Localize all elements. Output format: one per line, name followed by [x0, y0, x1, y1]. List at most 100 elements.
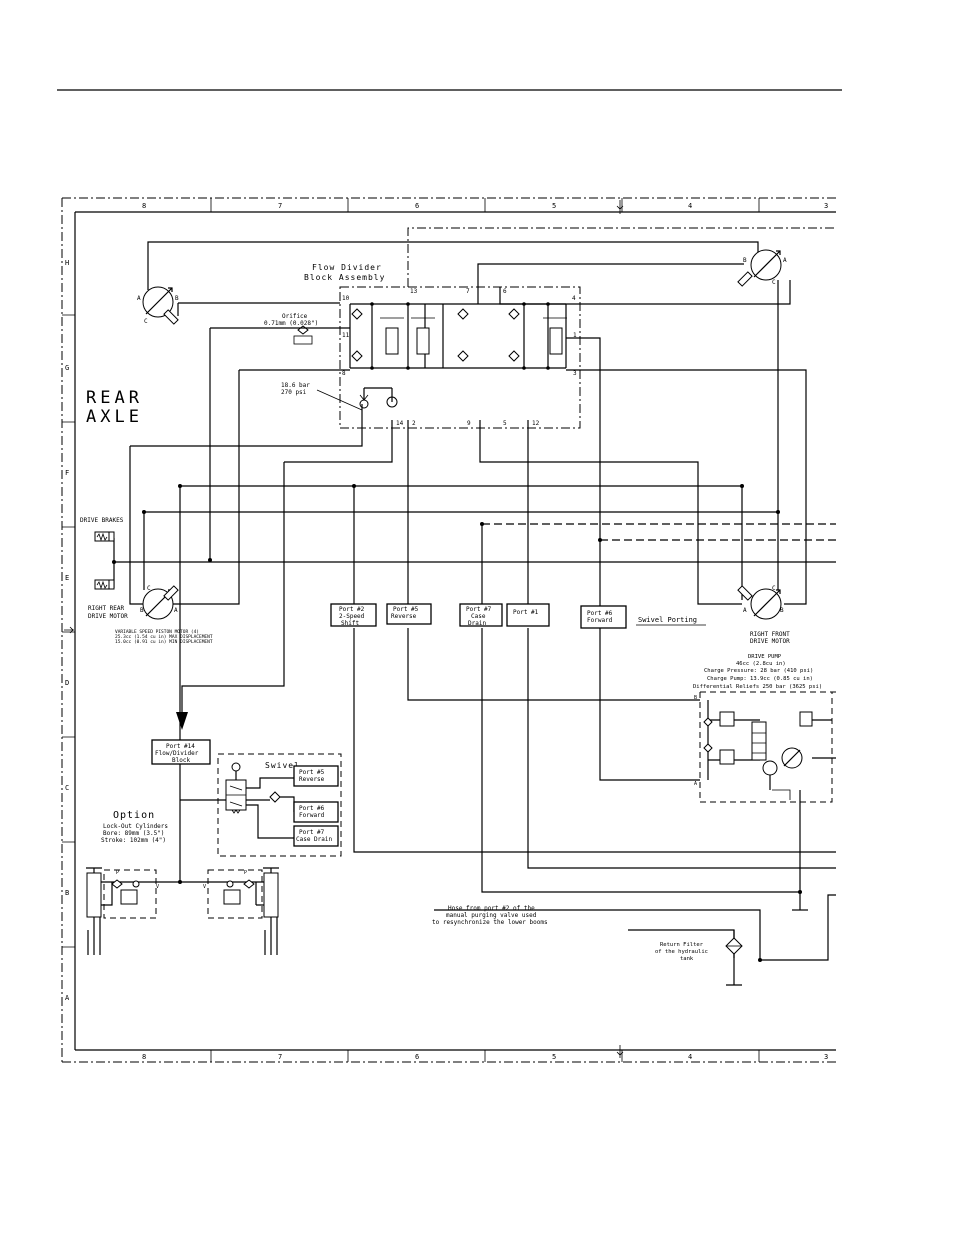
- row-label: B: [65, 889, 69, 897]
- drive-brakes-label: DRIVE BRAKES: [80, 517, 124, 524]
- rear-left-drive-motor: [142, 286, 179, 325]
- flow-divider-block: [339, 286, 581, 429]
- motor-port-label: C: [147, 585, 151, 592]
- port-box-text: Forward: [587, 617, 613, 624]
- port-number: 8: [342, 370, 346, 377]
- port-box-text: Port #7: [466, 606, 492, 613]
- option-text: Bore: 89mm (3.5"): [103, 830, 164, 837]
- right-rear-motor-label: RIGHT REAR: [88, 605, 125, 612]
- lockout-cylinder-right: [156, 867, 279, 955]
- port-number: 9: [467, 420, 471, 427]
- orifice-label: 0.71mm (0.028"): [264, 320, 318, 327]
- col-label: 4: [688, 1053, 692, 1061]
- motor-port-label: B: [140, 607, 144, 614]
- flow-arrow: [176, 712, 188, 730]
- col-label: 5: [552, 202, 556, 210]
- swivel-port-case-drain: Port #7 Case Drain: [293, 825, 339, 847]
- port-box-text: 2-Speed: [339, 613, 365, 620]
- port-number: 10: [342, 295, 350, 302]
- drive-pump-spec: DRIVE PUMP 46cc (2.8cu in) Charge Pressu…: [693, 654, 822, 690]
- cylinder-port-label: V: [156, 884, 159, 890]
- cylinder-port-label: P: [244, 870, 247, 876]
- motor-port-label: B: [780, 607, 784, 614]
- motor-port-label: C: [772, 585, 776, 592]
- motor-port-label: C: [144, 318, 148, 325]
- motor-spec-note: 25.3cc (1.54 cu in) MAX DISPLACEMENT: [115, 634, 213, 640]
- port14-text: Block: [172, 757, 190, 764]
- port-box-reverse: Port #5 Reverse: [386, 603, 432, 625]
- port-number: 6: [503, 288, 507, 295]
- right-front-top-motor: [737, 249, 782, 287]
- swivel-port-text: Reverse: [299, 776, 325, 783]
- port-number: 12: [532, 420, 540, 427]
- swivel-title: Swivel: [265, 761, 300, 770]
- swivel-port-text: Forward: [299, 812, 325, 819]
- hose-note: to resynchronize the lower booms: [432, 919, 548, 926]
- right-rear-drive-motor: [142, 585, 179, 620]
- motor-spec-note: VARIABLE SPEED PISTON MOTOR (4): [115, 629, 199, 635]
- port14-text: Port #14: [166, 743, 195, 750]
- return-filter-symbol: [725, 930, 743, 970]
- flow-divider-title: Flow Divider: [312, 263, 382, 272]
- port-number: 4: [572, 295, 576, 302]
- port-number: 14: [396, 420, 404, 427]
- right-front-motor-label: RIGHT FRONT: [750, 631, 790, 638]
- drive-pump-spec-line: Charge Pressure: 28 bar (410 psi): [704, 668, 813, 674]
- col-label: 5: [552, 1053, 556, 1061]
- swivel-valve: [180, 762, 295, 839]
- column-labels-top: 8 7 6 5 4 3: [142, 202, 828, 210]
- cylinder-port-label: V: [203, 884, 206, 890]
- relief-label: 270 psi: [281, 389, 307, 396]
- drive-pump-spec-line: 46cc (2.8cu in): [736, 661, 786, 667]
- port-box-text: Port #2: [339, 606, 365, 613]
- rear-axle-label: AXLE: [86, 407, 143, 427]
- col-label: 3: [824, 1053, 828, 1061]
- drive-pump-spec-line: Charge Pump: 13.9cc (0.85 cu in): [707, 676, 813, 682]
- relief-leader: [316, 389, 363, 411]
- port-box-port1: Port #1: [506, 603, 550, 627]
- col-label: 6: [415, 1053, 419, 1061]
- motor-spec-note: 15.0cc (0.91 cu in) MIN DISPLACEMENT: [115, 639, 213, 645]
- drive-pump-title: DRIVE PUMP: [748, 654, 782, 660]
- col-label: 7: [278, 202, 282, 210]
- port-number: 3: [573, 370, 577, 377]
- motor-port-label: C: [772, 279, 776, 286]
- flow-divider-internals: [349, 303, 567, 409]
- drawing-frame: [61, 197, 836, 1063]
- relief-label: 18.6 bar: [281, 382, 310, 389]
- return-filter-label: Return Filter: [660, 942, 704, 948]
- swivel-porting-label: Swivel Porting: [638, 616, 697, 624]
- swivel-port-text: Port #5: [299, 769, 325, 776]
- option-title: Option: [113, 810, 155, 821]
- port14-box: Port #14 Flow/Divider Block: [151, 739, 211, 765]
- row-labels: H G F E D C B A: [65, 259, 70, 1002]
- port-box-forward: Port #6 Forward: [580, 605, 627, 629]
- port-box-text: Reverse: [391, 613, 417, 620]
- swivel-port-text: Port #6: [299, 805, 325, 812]
- option-text: Stroke: 102mm (4"): [101, 837, 166, 844]
- motor-port-label: A: [137, 295, 141, 302]
- return-filter-label: of the hydraulic: [655, 949, 708, 955]
- col-label: 6: [415, 202, 419, 210]
- right-rear-motor-label: DRIVE MOTOR: [88, 613, 128, 620]
- swivel-port-reverse: Port #5 Reverse: [293, 765, 339, 787]
- lockout-cylinder-left: [86, 867, 157, 955]
- port-number: 13: [410, 288, 418, 295]
- right-front-motor-label: DRIVE MOTOR: [750, 638, 790, 645]
- return-filter-label: tank: [680, 956, 694, 962]
- port-box-text: Port #5: [393, 606, 419, 613]
- port-number: 2: [412, 420, 416, 427]
- row-label: A: [65, 994, 70, 1002]
- row-label: C: [65, 784, 69, 792]
- orifice-label: Orifice: [282, 313, 308, 320]
- flow-divider-ports: 10 13 7 6 4 11 8 1 3 14 2 9 5 12: [342, 288, 577, 427]
- motor-port-label: A: [743, 607, 747, 614]
- port-number: 7: [466, 288, 470, 295]
- frame-marker: [616, 1045, 624, 1058]
- junction-dots: [112, 302, 802, 962]
- swivel-port-text: Case Drain: [296, 836, 333, 843]
- port-box-case-drain: Port #7 Case Drain: [459, 603, 503, 627]
- col-label: 7: [278, 1053, 282, 1061]
- frame-marker: [64, 626, 74, 634]
